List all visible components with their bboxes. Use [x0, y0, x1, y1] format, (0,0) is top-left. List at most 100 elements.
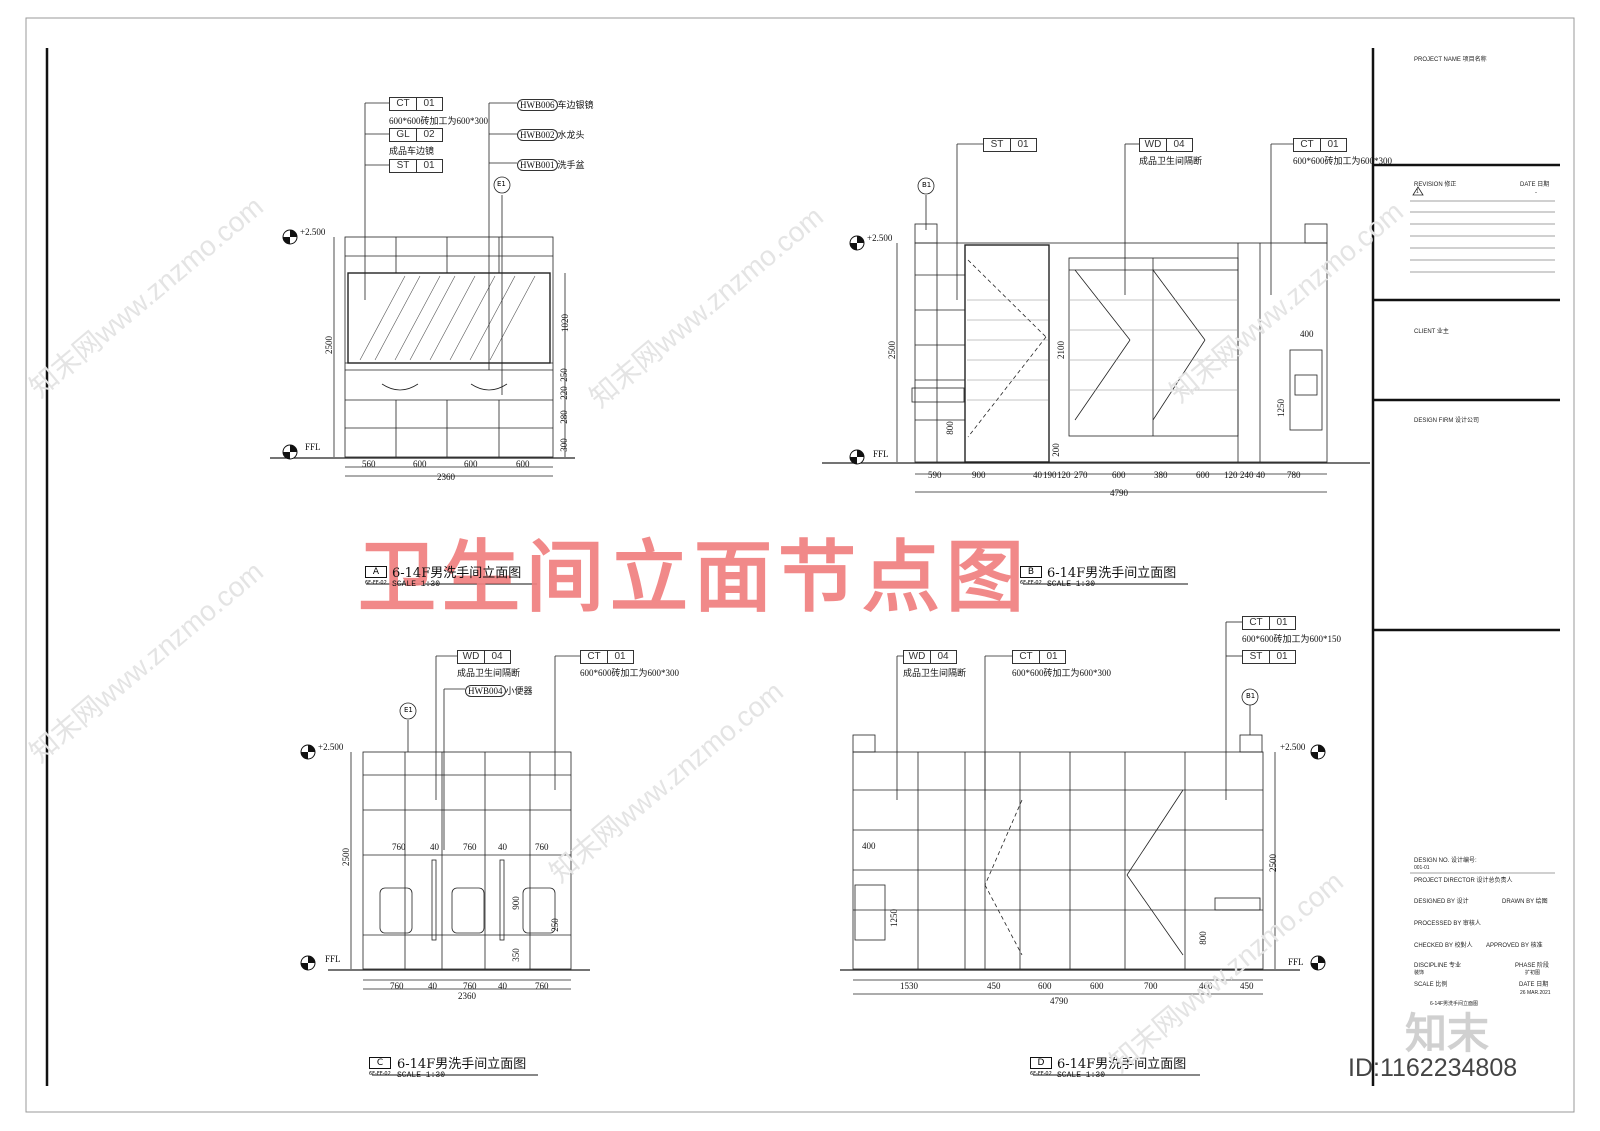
dim-height-d: 2500	[1268, 854, 1278, 872]
dim-400-d: 400	[862, 841, 876, 851]
dim-200-b: 200	[1050, 443, 1061, 457]
dim-b-2: 900	[972, 470, 986, 480]
dim-door-b: 2100	[1056, 341, 1066, 359]
dim-a-total: 2360	[437, 472, 455, 482]
tb-project-name: PROJECT NAME 项目名称	[1414, 57, 1487, 63]
dim-a-v1: 1020	[560, 314, 570, 332]
dim-d-3: 600	[1038, 981, 1052, 991]
dim-c-1: 760	[390, 981, 404, 991]
main-title: 卫生间立面节点图	[358, 532, 1031, 623]
tb-date-val: 26 MAR.2021	[1520, 990, 1551, 996]
level-ffl-a: FFL	[305, 442, 321, 452]
tb-phase: PHASE 阶段	[1515, 963, 1550, 969]
dim-d-2: 450	[987, 981, 1001, 991]
dim-b-9: 600	[1196, 470, 1210, 480]
level-marks-d	[1310, 744, 1326, 971]
dim-d-5: 700	[1144, 981, 1158, 991]
bubble-d: B1	[1246, 692, 1256, 700]
dim-b-12: 40	[1256, 470, 1265, 480]
tb-processed-by: PROCESSED BY 审核人	[1414, 921, 1481, 927]
dim-d-total: 4790	[1050, 996, 1068, 1006]
view-marker-d: D	[1030, 1057, 1052, 1069]
dim-a-3: 600	[464, 459, 478, 469]
tb-discipline-val: 装饰	[1414, 970, 1425, 976]
tb-design-no-label: DESIGN NO. 设计编号:	[1414, 858, 1477, 864]
dim-height-c: 2500	[341, 848, 351, 866]
tb-designed-by: DESIGNED BY 设计	[1414, 899, 1469, 905]
level-top-a: +2.500	[300, 227, 326, 237]
dim-b-3: 40	[1033, 470, 1042, 480]
dim-800-b: 800	[944, 421, 955, 435]
note-partition-d: 成品卫生间隔断	[903, 668, 967, 678]
dim-c-3: 760	[463, 981, 477, 991]
bubble-b: B1	[922, 181, 932, 189]
dim-1250-b: 1250	[1276, 399, 1286, 417]
view-scale-d: SCALE 1:30	[1057, 1071, 1106, 1080]
view-code-d: 6F-FF-02	[1030, 1071, 1052, 1077]
dim-a-v4: 280	[558, 410, 569, 424]
note-partition-b: 成品卫生间隔断	[1139, 156, 1203, 166]
tb-drawn-by: DRAWN BY 绘图	[1502, 899, 1548, 905]
level-ffl-d: FFL	[1288, 957, 1304, 967]
view-code-a: 6F-FF-02	[365, 580, 387, 586]
view-marker-a: A	[365, 566, 387, 578]
tb-design-no: 001-01	[1414, 865, 1430, 871]
view-title-c: 6-14F男洗手间立面图	[397, 1057, 527, 1072]
view-title-d: 6-14F男洗手间立面图	[1057, 1057, 1187, 1072]
dim-b-1: 590	[928, 470, 942, 480]
dim-800-d: 800	[1197, 931, 1208, 945]
view-code-c: 6F-FF-02	[369, 1071, 391, 1077]
level-top-b: +2.500	[867, 233, 893, 243]
dim-a-v3: 220	[558, 386, 569, 400]
view-scale-c: SCALE 1:30	[397, 1071, 446, 1080]
dim-b-total: 4790	[1110, 488, 1128, 498]
elevation-a-drawing	[270, 102, 575, 477]
tb-rev-mark: 1	[1416, 189, 1419, 195]
tb-scale: SCALE 比例	[1414, 982, 1448, 988]
view-scale-b: SCALE 1:30	[1047, 580, 1096, 589]
dim-b-4: 190	[1043, 470, 1057, 480]
dim-c-350: 350	[510, 948, 521, 962]
dim-1250-d: 1250	[889, 909, 899, 927]
dim-c-top-4: 40	[498, 842, 507, 852]
dim-c-top-3: 760	[463, 842, 477, 852]
bubble-a: E1	[497, 180, 506, 188]
level-top-c: +2.500	[318, 742, 344, 752]
dim-c-2: 40	[428, 981, 437, 991]
tb-discipline: DISCIPLINE 专业	[1414, 963, 1462, 969]
tb-project-director: PROJECT DIRECTOR 设计总负责人	[1414, 878, 1513, 884]
dim-a-1: 560	[362, 459, 376, 469]
tb-revision-date: DATE 日期	[1520, 182, 1550, 188]
dim-c-900: 900	[510, 896, 521, 910]
dim-d-1: 1530	[900, 981, 918, 991]
dim-b-10: 120	[1224, 470, 1238, 480]
dim-height-b: 2500	[887, 341, 897, 359]
view-marker-b: B	[1020, 566, 1042, 578]
note-tile-a: 600*600砖加工为600*300	[389, 116, 489, 126]
dim-400-b: 400	[1300, 329, 1314, 339]
dim-b-6: 270	[1074, 470, 1088, 480]
dim-a-2: 600	[413, 459, 427, 469]
level-marks-a	[282, 229, 298, 460]
note-tile-150-d: 600*600砖加工为600*150	[1242, 634, 1342, 644]
note-tile-b: 600*600砖加工为600*300	[1293, 156, 1393, 166]
dim-a-4: 600	[516, 459, 530, 469]
dim-c-250: 250	[549, 918, 560, 932]
note-mirror-a: 成品车边镜	[389, 146, 435, 156]
elevation-b-drawing	[822, 143, 1370, 493]
tb-date: DATE 日期	[1519, 982, 1549, 988]
view-code-b: 6F-FF-02	[1020, 580, 1042, 586]
dim-c-4: 40	[498, 981, 507, 991]
